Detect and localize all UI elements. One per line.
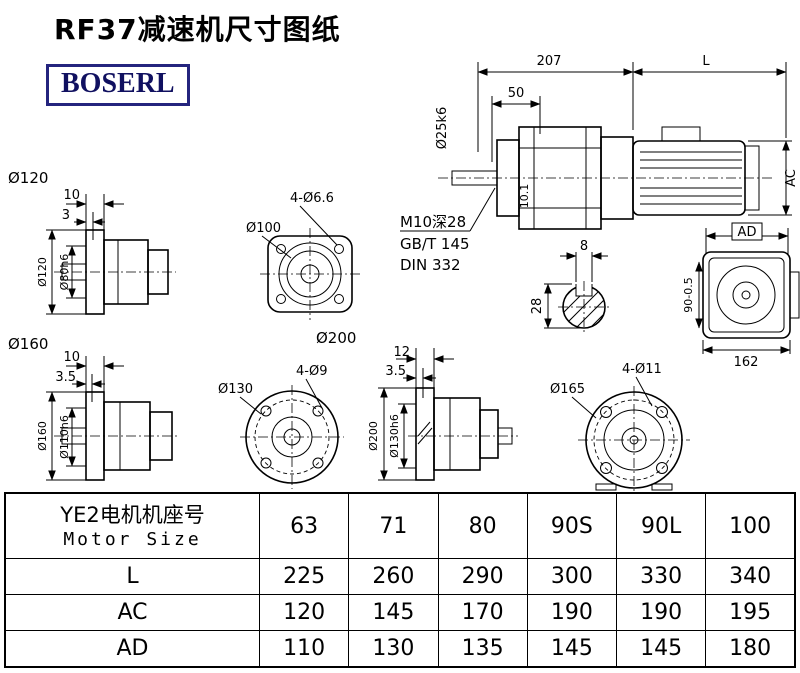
table-header-row: YE2电机机座号 Motor Size 63 71 80 90S 90L 100 [4,492,796,559]
shaft-diameter-label: Ø25k6 [435,107,450,150]
cell-l-71: 260 [348,558,439,595]
cell-ad-63: 110 [258,630,350,668]
rear-housing [702,251,791,339]
note-gb: GB/T 145 [400,235,470,253]
dim-162: 162 [734,355,759,370]
cell-ac-71: 145 [348,594,439,631]
flange-100-face-view: 4-Ø6.6 Ø100 [246,191,360,320]
side200-dim-12: 12 [393,345,410,360]
row-label-ad: AD [4,630,260,668]
cell-l-63: 225 [258,558,350,595]
column-header-100: 100 [705,492,796,559]
flange160-outer-dia: Ø160 [36,421,49,451]
cell-ac-90s: 190 [526,594,618,631]
flange130-holes-label: 4-Ø9 [296,364,327,379]
flange-120-view: Ø120 10 3 Ø120 Ø80h6 [8,169,176,315]
technical-drawing: 207 L 50 Ø25k6 10.1 [8,54,800,491]
cell-ad-100: 180 [705,630,796,668]
dim-ad: AD [738,225,757,240]
dim-ac: AC [784,169,799,187]
motor-size-header-cell: YE2电机机座号 Motor Size [4,492,260,559]
flange160-title: Ø160 [8,335,48,353]
side-terminal-box [789,271,800,319]
flange165-dia-label: Ø165 [550,382,585,397]
dim-207: 207 [537,54,562,69]
flange100-dia-label: Ø100 [246,221,281,236]
dimension-table: YE2电机机座号 Motor Size 63 71 80 90S 90L 100… [4,492,796,668]
shaft-keyway-section: 8 28 [530,239,610,333]
flange100-holes-label: 4-Ø6.6 [290,191,334,206]
cell-ac-63: 120 [258,594,350,631]
logo-text: BOSERL [61,68,175,99]
cell-ad-71: 130 [348,630,439,668]
cell-l-100: 340 [705,558,796,595]
cell-ac-90l: 190 [615,594,707,631]
row-label-l: L [4,558,260,595]
column-header-90l: 90L [615,492,707,559]
cell-l-90s: 300 [526,558,618,595]
flange120-dim-10: 10 [63,188,80,203]
cell-ad-80: 135 [437,630,528,668]
column-header-90s: 90S [526,492,618,559]
page-title: RF37减速机尺寸图纸 [54,13,341,46]
note-din: DIN 332 [400,256,461,274]
side200-title: Ø200 [316,329,356,347]
dim-90: 90-0.5 [682,277,695,312]
flange-160-view: Ø160 10 3.5 Ø160 Ø110h6 [8,335,180,481]
motor-size-label-cn: YE2电机机座号 [60,502,205,527]
side200-outer-dia: Ø200 [367,421,380,451]
flange-165-face-view: Ø165 4-Ø11 [550,362,690,491]
motor-size-label-en: Motor Size [63,528,202,550]
table-row-l: L 225 260 290 300 330 340 [4,558,796,595]
fan-cover [744,145,760,211]
cell-l-90l: 330 [615,558,707,595]
dim-8: 8 [580,239,588,254]
dim-10-1: 10.1 [518,184,531,209]
row-label-ac: AC [4,594,260,631]
dim-50: 50 [508,86,525,101]
flange160-dim-10: 10 [63,350,80,365]
flange165-holes-label: 4-Ø11 [622,362,662,377]
cell-ad-90l: 145 [615,630,707,668]
table-row-ad: AD 110 130 135 145 145 180 [4,630,796,668]
dim-28: 28 [530,298,545,315]
column-header-80: 80 [437,492,528,559]
side200-bore-dia: Ø130h6 [388,414,401,458]
flange200-disc [415,387,435,481]
terminal-box [661,126,701,142]
flange130-dia-label: Ø130 [218,382,253,397]
table-row-ac: AC 120 145 170 190 190 195 [4,594,796,631]
boserl-logo: BOSERL [46,64,190,106]
note-thread: M10深28 [400,213,466,231]
flange120-dim-3: 3 [62,208,70,223]
flange120-title: Ø120 [8,169,48,187]
cell-ad-90s: 145 [526,630,618,668]
cell-ac-100: 195 [705,594,796,631]
flange-130-face-view: 4-Ø9 Ø130 [218,364,344,489]
side200-dim-35: 3.5 [385,364,406,379]
dim-l: L [702,54,710,69]
main-assembly-view: 207 L 50 Ø25k6 10.1 [400,54,799,274]
cell-ac-80: 170 [437,594,528,631]
cell-l-80: 290 [437,558,528,595]
flange120-outer-dia: Ø120 [36,257,49,287]
motor-rear-view: AD 90-0.5 162 [682,222,800,370]
flange160-bore-dia: Ø110h6 [58,415,71,459]
column-header-71: 71 [348,492,439,559]
flange160-dim-35: 3.5 [55,370,76,385]
column-header-63: 63 [258,492,350,559]
flange-200-side-view: Ø200 12 3.5 Ø200 Ø130h6 [316,329,518,481]
flange120-bore-dia: Ø80h6 [58,254,71,291]
